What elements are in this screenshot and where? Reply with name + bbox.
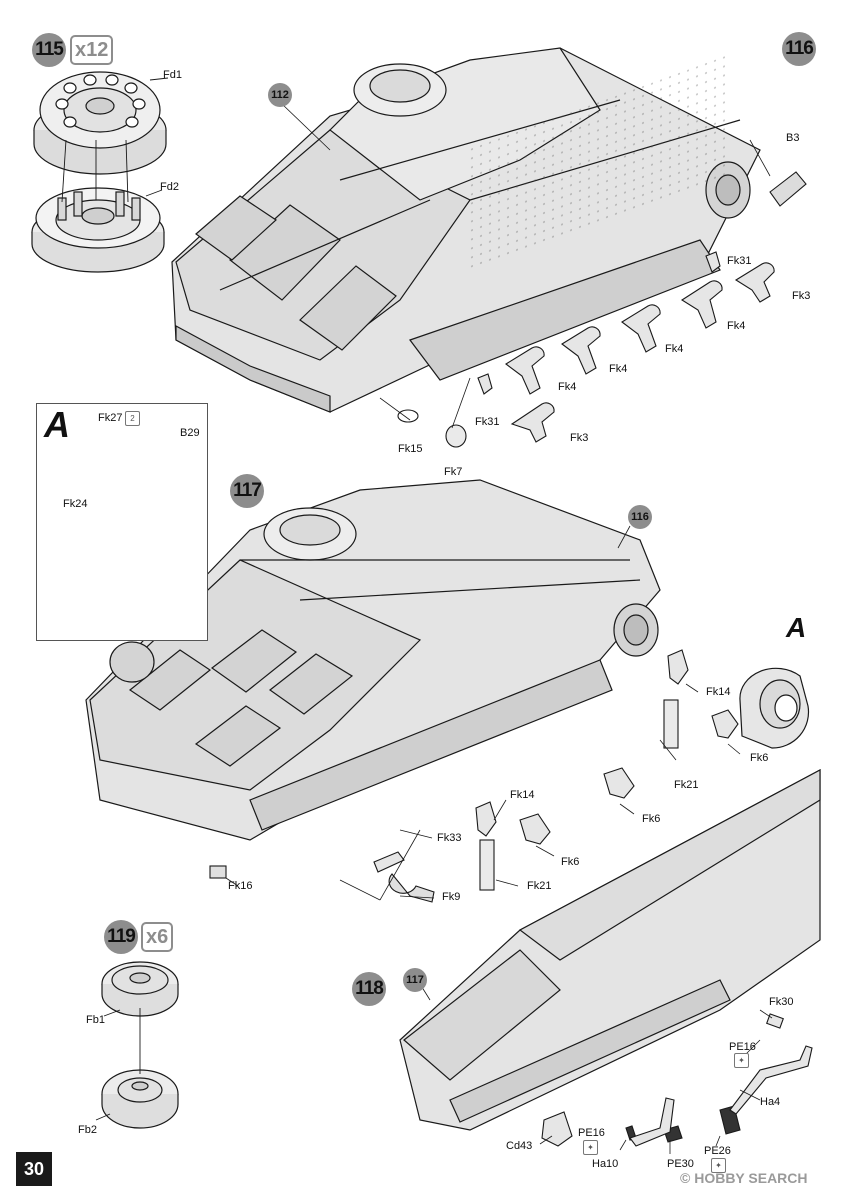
etched-part-icon: ✦ (583, 1140, 598, 1155)
label-fk14-b: Fk14 (510, 789, 535, 801)
label-fk31-a: Fk31 (727, 255, 752, 267)
step-116-badge: 116 (782, 32, 816, 66)
label-fk4-c: Fk4 (609, 363, 628, 375)
label-fk14-a: Fk14 (706, 686, 731, 698)
label-fd1: Fd1 (163, 69, 182, 81)
road-wheel-fd1 (33, 71, 167, 175)
label-fk7: Fk7 (444, 466, 463, 478)
hull-118 (399, 769, 821, 1131)
label-fk6-c: Fk6 (561, 856, 580, 868)
label-fk21-b: Fk21 (527, 880, 552, 892)
label-pe30: PE30 (667, 1158, 694, 1170)
label-ha10: Ha10 (592, 1158, 619, 1170)
label-fk30: Fk30 (769, 996, 794, 1008)
label-fk4-b: Fk4 (665, 343, 684, 355)
label-fk4-d: Fk4 (558, 381, 577, 393)
hull-117 (85, 479, 661, 841)
label-fk21-a: Fk21 (674, 779, 699, 791)
step-115-badge: 115 (32, 33, 66, 67)
detail-a-box (36, 403, 208, 641)
label-fk6-b: Fk6 (642, 813, 661, 825)
step-115-multiplier: x12 (70, 35, 114, 65)
label-fk27: Fk27 (98, 412, 123, 424)
label-fb1: Fb1 (86, 1014, 105, 1026)
label-b3: B3 (786, 132, 800, 144)
detail-a-callout: A (786, 612, 807, 643)
watermark: © HOBBY SEARCH (680, 1170, 808, 1186)
step-119-multiplier: x6 (141, 922, 174, 952)
label-ha4: Ha4 (760, 1096, 781, 1108)
step-117-badge: 117 (230, 474, 264, 508)
etched-part-icon: ✦ (711, 1158, 726, 1173)
label-fk9: Fk9 (442, 891, 461, 903)
step-118-badge: 118 (352, 972, 386, 1006)
detail-a-letter: A (44, 404, 70, 445)
label-fk31-b: Fk31 (475, 416, 500, 428)
label-fk24: Fk24 (63, 498, 88, 510)
label-fk33: Fk33 (437, 832, 462, 844)
label-fk16: Fk16 (228, 880, 253, 892)
b3-part (769, 171, 807, 207)
fk27-quantity-badge: 2 (125, 411, 140, 426)
road-wheel-fd2 (31, 187, 165, 273)
label-fk6-a: Fk6 (750, 752, 769, 764)
parts-117 (209, 649, 739, 903)
label-fk3-a: Fk3 (792, 290, 811, 302)
label-pe16-a: PE16 (729, 1041, 756, 1053)
label-pe26: PE26 (704, 1145, 731, 1157)
label-b29: B29 (180, 427, 200, 439)
label-pe16-b: PE16 (578, 1127, 605, 1139)
page-number: 30 (16, 1152, 52, 1186)
etched-part-icon: ✦ (734, 1053, 749, 1068)
step-119-badge: 119 (104, 920, 138, 954)
label-fk4-a: Fk4 (727, 320, 746, 332)
wheel-fb1 (101, 961, 179, 1017)
label-fb2: Fb2 (78, 1124, 97, 1136)
label-fd2: Fd2 (160, 181, 179, 193)
ref-step-116: 116 (628, 505, 652, 529)
label-fk3-b: Fk3 (570, 432, 589, 444)
final-drive-a-117 (739, 667, 810, 749)
suspension-arms-116 (397, 251, 775, 448)
ref-step-117: 117 (403, 968, 427, 992)
label-cd43: Cd43 (506, 1140, 533, 1152)
wheel-fb2 (101, 1069, 179, 1129)
label-fk15: Fk15 (398, 443, 423, 455)
ref-step-112: 112 (268, 83, 292, 107)
